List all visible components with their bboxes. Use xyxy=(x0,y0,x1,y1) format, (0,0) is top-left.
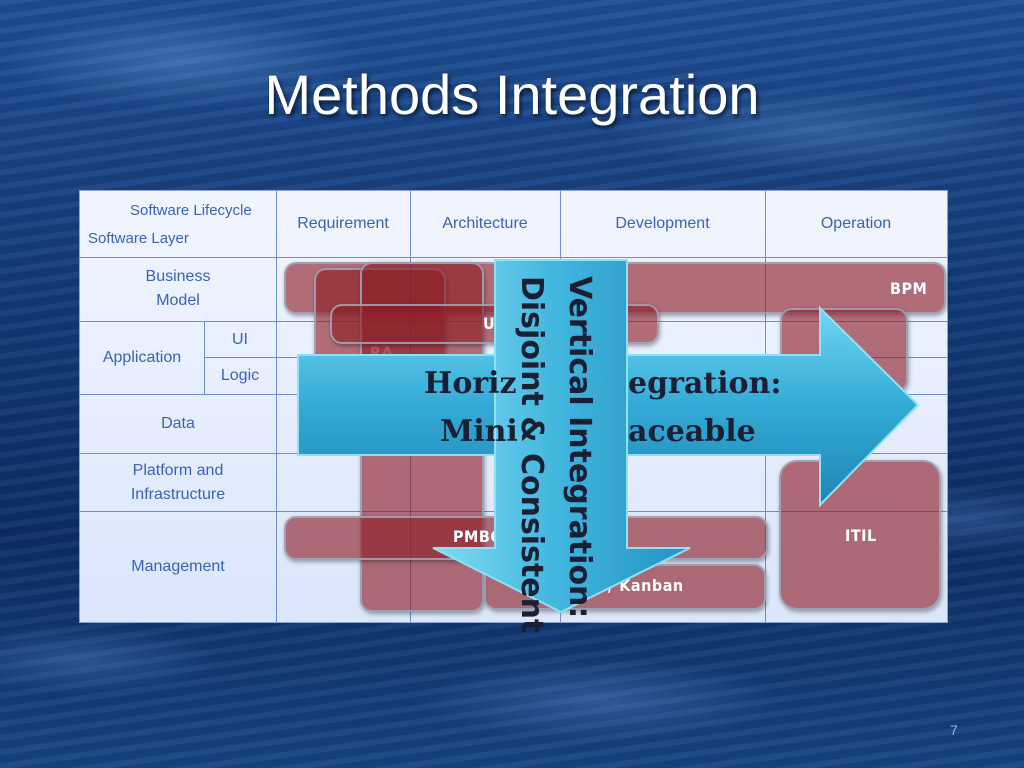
row-header-application: Application xyxy=(102,349,182,366)
horizontal-arrow-text-1a: Horiz xyxy=(424,366,517,401)
column-header-architecture: Architecture xyxy=(442,215,528,232)
grid-line xyxy=(276,191,277,622)
itil-box xyxy=(779,460,941,610)
row-header-business-model-2: Model xyxy=(156,292,200,309)
grid-line xyxy=(204,322,205,394)
row-header-business-model: Business xyxy=(145,268,211,285)
pmbok-label: PMBO xyxy=(453,527,504,546)
row-header-infrastructure: Infrastructure xyxy=(130,486,226,503)
vertical-arrow-text-1: Vertical Integration: xyxy=(562,276,597,619)
column-header-operation: Operation xyxy=(820,215,892,232)
vertical-arrow-text-2: Disjoint & Consistent xyxy=(514,276,549,634)
corner-layer-label: Software Layer xyxy=(88,230,189,247)
row-header-data: Data xyxy=(161,415,195,432)
row-header-management: Management xyxy=(131,558,225,575)
horizontal-arrow-text-2a: Mini xyxy=(440,414,518,449)
row-header-ui: UI xyxy=(232,330,248,348)
row-header-logic: Logic xyxy=(220,367,260,384)
row-header-platform: Platform and xyxy=(132,462,224,479)
column-header-development: Development xyxy=(615,215,710,232)
column-header-requirement: Requirement xyxy=(297,215,389,232)
bpm-label: BPM xyxy=(890,279,928,298)
corner-lifecycle-label: Software Lifecycle xyxy=(130,202,252,219)
page-number: 7 xyxy=(950,722,958,738)
grid-line xyxy=(80,257,947,258)
slide-title: Methods Integration xyxy=(264,63,760,126)
horizontal-arrow-text-2b: aceable xyxy=(628,414,756,449)
vertical-integration-arrow xyxy=(432,259,691,614)
horizontal-arrow-text-1b: egration: xyxy=(628,366,782,401)
itil-label: ITIL xyxy=(845,526,877,545)
kanban-label: / Kanban xyxy=(608,576,684,595)
